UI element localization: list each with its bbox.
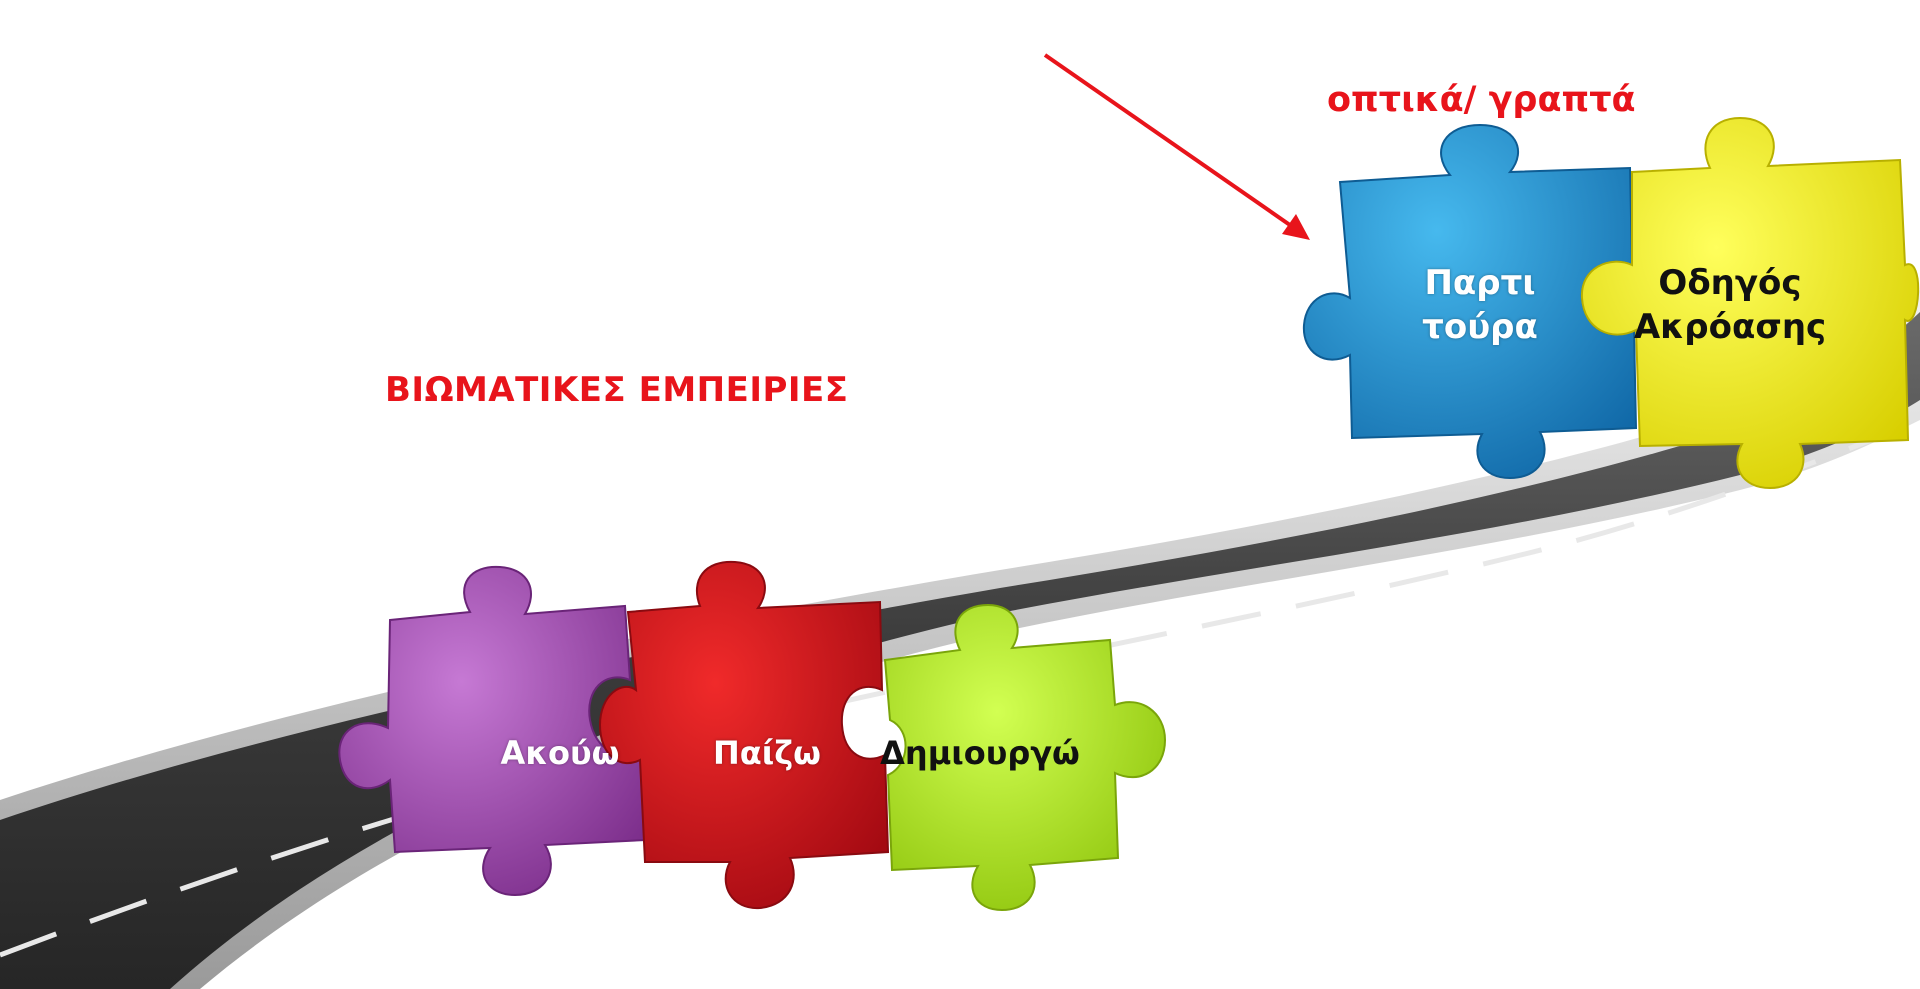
piece-label-partitoura: Παρτι τούρα bbox=[1405, 262, 1555, 349]
road-surface bbox=[0, 312, 1920, 989]
piece-label-akouo: Ακούω bbox=[500, 734, 620, 772]
piece-label-paizo: Παίζω bbox=[713, 734, 821, 772]
experiences-heading: ΒΙΩΜΑΤΙΚΕΣ ΕΜΠΕΙΡΙΕΣ bbox=[385, 370, 849, 410]
piece-label-partitoura-line1: Παρτι bbox=[1424, 263, 1536, 303]
piece-label-odigos-line2: Ακρόασης bbox=[1633, 306, 1827, 347]
puzzle-piece-green bbox=[883, 603, 1167, 912]
puzzle-piece-yellow bbox=[1580, 116, 1920, 490]
pointer-arrow bbox=[1043, 53, 1310, 240]
visual-written-heading: οπτικά/ γραπτά bbox=[1327, 80, 1636, 120]
puzzle-piece-red bbox=[598, 560, 890, 910]
piece-label-partitoura-line2: τούρα bbox=[1422, 306, 1538, 347]
piece-label-odigos-line1: Οδηγός bbox=[1658, 263, 1802, 303]
piece-label-dimiourgo: Δημιουργώ bbox=[880, 734, 1080, 772]
piece-label-odigos: Οδηγός Ακρόασης bbox=[1610, 262, 1850, 349]
